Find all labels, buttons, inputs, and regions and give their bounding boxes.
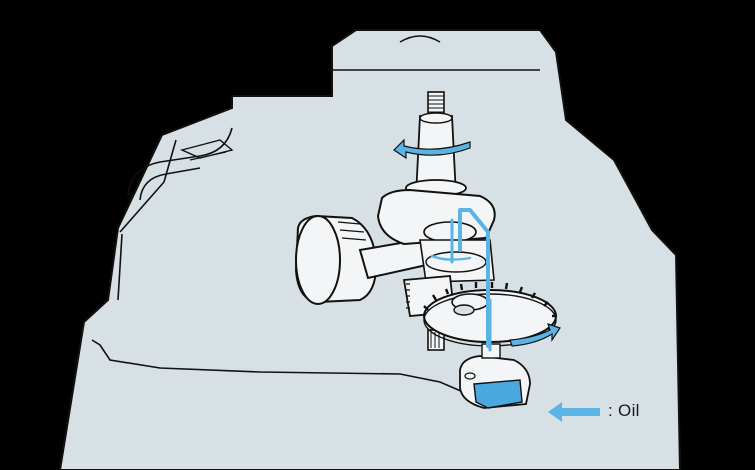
housing-bracket xyxy=(179,139,234,161)
housing-inner-outline xyxy=(91,139,471,396)
housing-left-pipe xyxy=(127,127,233,201)
oil-legend-label: : Oil xyxy=(608,401,640,420)
piston xyxy=(294,214,378,305)
gear-rotation-arrow-icon xyxy=(509,323,561,347)
shaft-rotation-arrow-icon xyxy=(393,138,471,160)
oil-flow-path xyxy=(430,208,492,352)
oil-pan xyxy=(473,379,523,409)
oil-pump xyxy=(459,343,531,409)
crankshaft xyxy=(376,91,496,283)
housing-top-ridge xyxy=(332,35,540,71)
oil-flow-arrow-icon xyxy=(548,402,600,422)
